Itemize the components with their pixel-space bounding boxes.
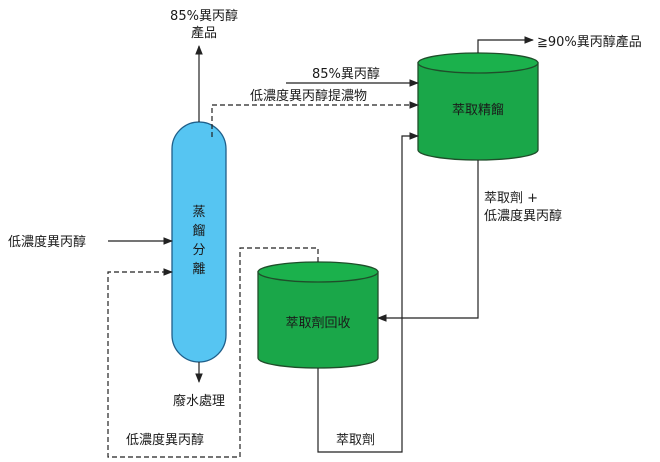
column-label-char-1: 蒸 xyxy=(192,205,205,220)
extractive-bottoms-line xyxy=(377,160,479,322)
solvent-return-label: 萃取劑 xyxy=(336,432,375,448)
wastewater-label: 廢水處理 xyxy=(173,394,225,409)
solvent-recovery-tank-label: 萃取劑回收 xyxy=(285,315,350,331)
extractive-tank-label: 萃取精餾 xyxy=(452,102,504,118)
final-product-label: ≧90%異丙醇產品 xyxy=(537,34,642,50)
column-label-char-4: 離 xyxy=(192,262,205,277)
solvent-recovery-tank-top xyxy=(257,261,379,283)
solvent-recovery-tank-body xyxy=(257,271,379,369)
column-label-char-2: 餾 xyxy=(192,223,205,239)
feed-label: 低濃度異丙醇 xyxy=(8,234,86,250)
extractive-distillation-tank: 萃取精餾 xyxy=(417,52,539,161)
low-conc-extract-line xyxy=(211,101,419,137)
top-product-label-line1: 85%異丙醇 xyxy=(170,8,238,24)
final-product-line xyxy=(477,36,534,53)
solvent-recovery-tank: 萃取劑回收 xyxy=(257,261,379,369)
extractive-tank-top xyxy=(417,52,539,74)
low-conc-extract-label: 低濃度異丙醇提濃物 xyxy=(250,88,367,104)
extractive-bottoms-label-line1: 萃取劑 + xyxy=(484,190,538,206)
distillation-column: 蒸 餾 分 離 xyxy=(171,121,227,363)
extractive-bottoms-label-line2: 低濃度異丙醇 xyxy=(484,208,562,224)
column-label-char-3: 分 xyxy=(192,243,205,258)
top-product-label-line2: 產品 xyxy=(191,25,217,41)
recycle-low-conc-label: 低濃度異丙醇 xyxy=(126,432,204,448)
distillation-column-body xyxy=(171,121,227,363)
recycle-low-conc-line xyxy=(107,247,319,458)
extractive-tank-body xyxy=(417,62,539,161)
solvent-return-line xyxy=(317,132,419,453)
to-extractive-85-label: 85%異丙醇 xyxy=(312,66,380,82)
